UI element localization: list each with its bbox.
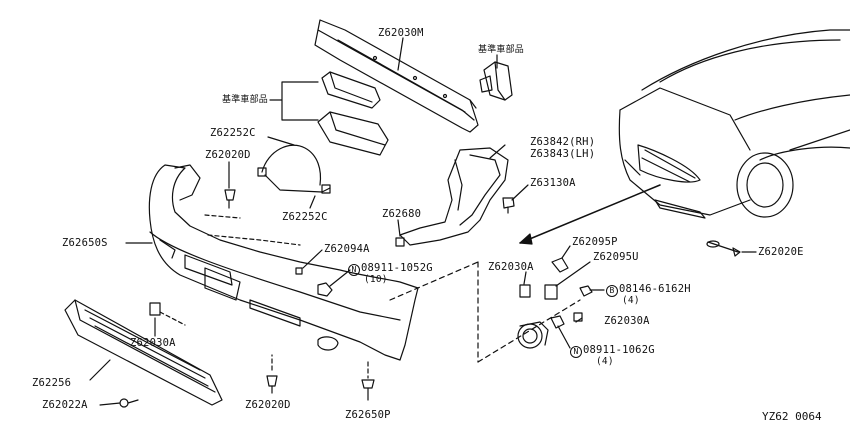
bracket-z62095p: [551, 257, 569, 273]
leader-z62030m: [397, 37, 404, 71]
label-z62252c-bottom: Z62252C: [282, 211, 328, 223]
nut-08911-1062g: [550, 315, 565, 329]
diagram-code: YZ62 0064: [762, 410, 822, 423]
label-z62020d-bottom: Z62020D: [245, 399, 291, 411]
car-illustration: [618, 29, 850, 219]
label-z62030a-right: Z62030A: [488, 261, 534, 273]
label-z62094a: Z62094A: [324, 243, 370, 255]
label-std-top: 基準車部品: [478, 45, 525, 55]
seal-wire: [261, 144, 322, 186]
fog-lamp: [517, 321, 549, 349]
label-z63130a: Z63130A: [530, 177, 576, 189]
energy-absorber-lower: [317, 111, 389, 156]
nut-08911-1052g: [317, 282, 333, 297]
clip-bottom: [266, 375, 278, 394]
label-z62095p: Z62095P: [572, 236, 618, 248]
n-marker-a: N: [348, 264, 360, 276]
label-z62030a-left: Z62030A: [130, 337, 176, 349]
b-marker: B: [606, 285, 618, 297]
label-z62020e: Z62020E: [758, 246, 804, 258]
label-z62252c-top: Z62252C: [210, 127, 256, 139]
label-z63843: Z63843(LH): [530, 148, 596, 160]
label-08911-1062g-qty: (4): [596, 356, 614, 367]
label-z62256: Z62256: [32, 377, 72, 389]
bracket-z62030a-right: [519, 284, 531, 298]
label-z62650p: Z62650P: [345, 409, 391, 421]
label-std-left: 基準車部品: [222, 95, 269, 105]
clip-z62680: [395, 237, 405, 247]
screw-z62650p: [361, 379, 375, 401]
label-08911-1052g-qty: (10): [364, 274, 388, 285]
bracket-part: [479, 61, 513, 101]
label-z62030a-right2: Z62030A: [604, 315, 650, 327]
clip-z62030a-right2: [573, 312, 583, 322]
bumper-reinforcement: [314, 19, 479, 133]
bolt-08146: [579, 285, 593, 297]
screw-z62022a: [119, 398, 139, 408]
clip-z62020e: [706, 240, 741, 257]
label-z62650s: Z62650S: [62, 237, 108, 249]
leader-std-left: [269, 81, 319, 121]
label-08146-qty: (4): [622, 295, 640, 306]
label-z62022a: Z62022A: [42, 399, 88, 411]
label-z63842: Z63842(RH): [530, 136, 596, 148]
label-z62030m: Z62030M: [378, 27, 424, 39]
label-z62020d-top: Z62020D: [205, 149, 251, 161]
clip-top: [224, 189, 236, 209]
energy-absorber-upper: [321, 71, 381, 109]
lower-grille: [64, 299, 223, 406]
label-z62680: Z62680: [382, 208, 422, 220]
bracket-z62095u: [544, 284, 558, 300]
screw-z63130a: [502, 197, 515, 214]
bumper-fascia: [148, 164, 419, 361]
n-marker-b: N: [570, 346, 582, 358]
label-z62095u: Z62095U: [593, 251, 639, 263]
clip-z62094a: [295, 267, 303, 275]
bracket-z62030a-left: [149, 302, 161, 316]
fender-protector: [399, 147, 509, 246]
